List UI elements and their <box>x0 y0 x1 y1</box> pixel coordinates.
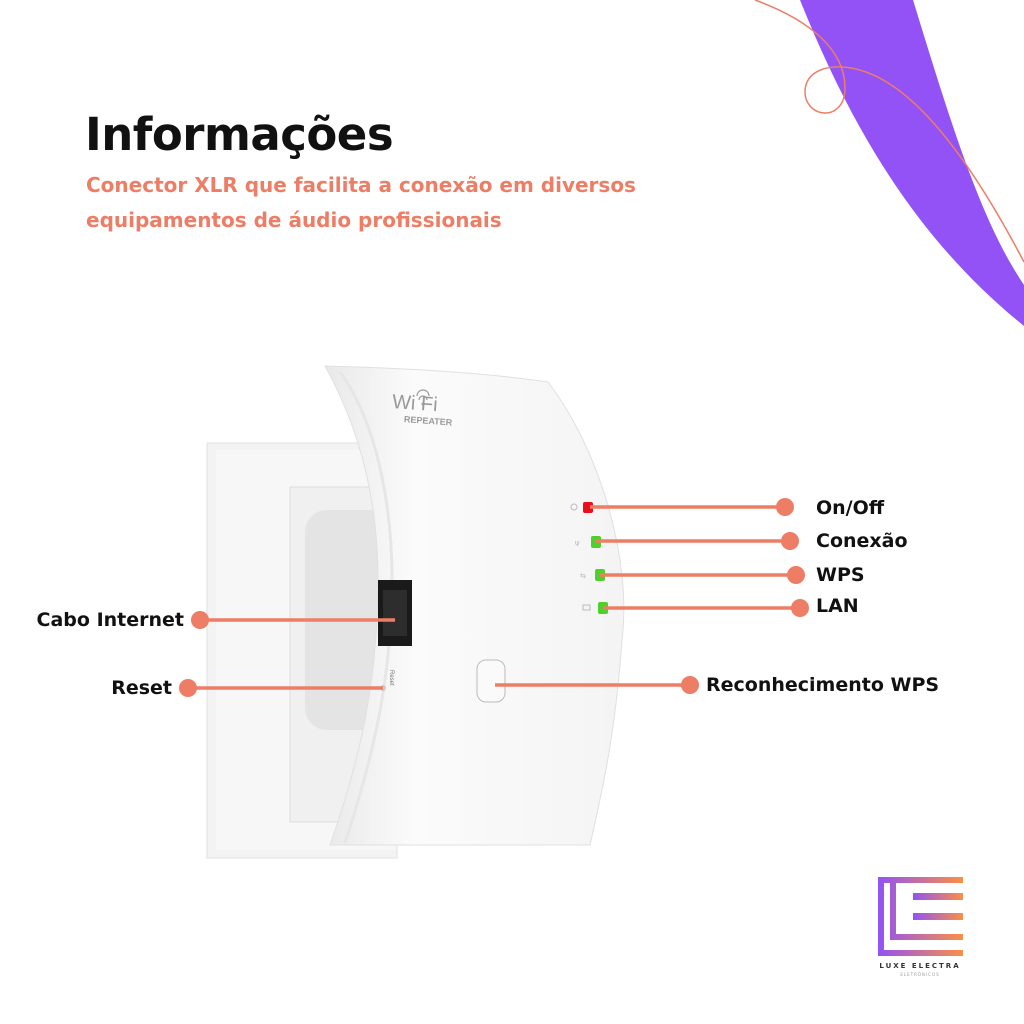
subtitle-line-2: equipamentos de áudio profissionais <box>86 208 502 232</box>
callout-lines <box>179 498 809 697</box>
label-lan: LAN <box>816 595 859 617</box>
logo-tagline: ELETRÔNICOS <box>900 972 940 977</box>
label-cabo-internet: Cabo Internet <box>36 609 184 631</box>
label-conexao: Conexão <box>816 530 908 552</box>
svg-text:REPEATER: REPEATER <box>404 414 453 427</box>
orange-loop-line <box>754 0 1024 263</box>
page-title: Informações <box>85 108 394 161</box>
svg-text:Wi Fi: Wi Fi <box>391 391 438 416</box>
label-reset: Reset <box>111 677 172 699</box>
logo-name: LUXE ELECTRA <box>879 962 961 970</box>
label-wps: WPS <box>816 564 865 586</box>
svg-text:ψ: ψ <box>575 539 580 547</box>
luxe-electra-logo <box>878 877 963 956</box>
subtitle-line-1: Conector XLR que facilita a conexão em d… <box>86 173 636 197</box>
svg-text:Reset: Reset <box>388 670 394 686</box>
purple-swoosh <box>800 0 1024 326</box>
wps-button <box>476 659 506 703</box>
svg-text:⇆: ⇆ <box>580 572 586 580</box>
wifi-repeater: Wi Fi REPEATER Reset ψ ⇆ <box>324 365 625 846</box>
label-on-off: On/Off <box>816 497 885 519</box>
led-power <box>583 502 593 513</box>
label-reconhecimento-wps: Reconhecimento WPS <box>706 674 940 696</box>
